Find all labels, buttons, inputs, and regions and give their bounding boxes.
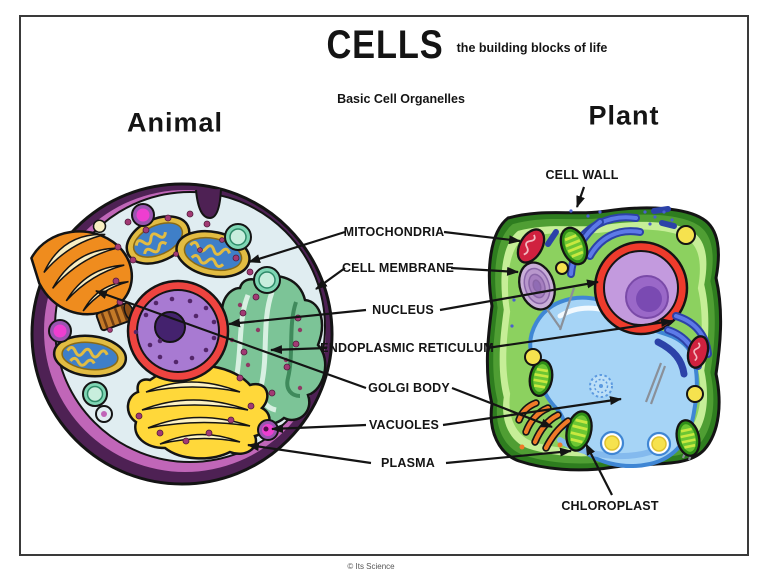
label-vacuoles: VACUOLES <box>368 417 440 432</box>
label-endoplasmic-reticulum: ENDOPLASMIC RETICULUM <box>320 340 494 355</box>
chloroplast-graphic <box>528 359 554 397</box>
plant-mitochondrion-graphic <box>516 228 546 264</box>
chloroplast-graphic <box>565 410 593 452</box>
animal-nucleus-graphic <box>126 279 230 383</box>
label-nucleus: NUCLEUS <box>372 302 434 317</box>
chloroplast-graphic <box>675 419 701 457</box>
animal-mitochondrion-graphic <box>125 215 191 265</box>
plant-cell-illustration <box>485 206 723 472</box>
animal-yellow-er-graphic <box>126 364 271 460</box>
plant-nucleus-graphic <box>593 240 689 336</box>
label-golgi-body: GOLGI BODY <box>368 380 450 395</box>
poster-subtitle: Basic Cell Organelles <box>337 91 465 106</box>
poster-border-frame <box>19 15 749 556</box>
plant-speckles <box>510 209 674 328</box>
plant-vesicle-graphic <box>524 225 704 457</box>
label-cell-membrane: CELL MEMBRANE <box>341 260 455 275</box>
credit-text: © Its Science <box>347 562 395 571</box>
plant-mitochondrion-graphic <box>686 335 710 369</box>
animal-mitochondrion-graphic <box>52 334 128 378</box>
membrane-notch <box>195 188 222 220</box>
lysosome-graphic <box>82 223 281 407</box>
plant-cell-heading: Plant <box>588 100 660 131</box>
poster-title: CELLS <box>326 23 444 67</box>
animal-cell-heading: Animal <box>126 107 224 138</box>
label-connector-lines <box>95 186 673 496</box>
ribosome-dots <box>107 210 302 445</box>
label-chloroplast: CHLOROPLAST <box>561 498 659 513</box>
label-mitochondria: MITOCHONDRIA <box>343 224 445 239</box>
poster-tagline: the building blocks of life <box>456 40 608 55</box>
label-plasma: PLASMA <box>381 455 435 470</box>
label-cell-wall: CELL WALL <box>545 167 619 182</box>
